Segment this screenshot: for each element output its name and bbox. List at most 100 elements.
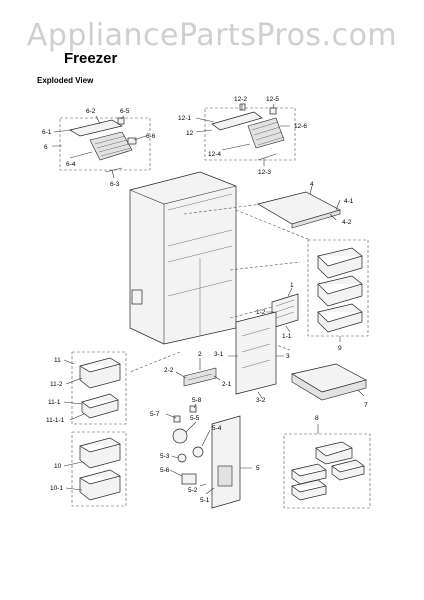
part-1-leaders — [266, 287, 293, 333]
part-5-4-gear — [192, 446, 204, 458]
door-bin-upper — [317, 247, 363, 279]
part-6-5-clip — [117, 117, 125, 125]
label-12-5: 12-5 — [266, 96, 279, 103]
label-12-4: 12-4 — [208, 151, 221, 158]
label-6: 6 — [44, 144, 48, 151]
part-7-tray — [291, 363, 367, 401]
label-9: 9 — [338, 345, 342, 352]
part-5-8-bracket — [189, 405, 197, 413]
part-group-12 — [195, 103, 296, 166]
label-11-1-1: 11-1-1 — [46, 417, 65, 424]
part-4-leaders — [309, 185, 341, 221]
part-7-side — [291, 373, 367, 401]
part-11-1-cover — [81, 393, 119, 419]
label-12-1: 12-1 — [178, 115, 191, 122]
part-3-leaders — [228, 355, 284, 399]
part-3-ribs — [241, 327, 271, 369]
label-5: 5 — [256, 465, 260, 472]
label-6-1: 6-1 — [42, 129, 52, 136]
cabinet-side-panel — [131, 289, 143, 305]
group-9-box — [307, 239, 369, 337]
label-10: 10 — [54, 463, 62, 470]
cabinet-outline — [129, 171, 237, 345]
label-1-2: 1-2 — [256, 309, 266, 316]
label-5-3: 5-3 — [160, 453, 170, 460]
label-6-3: 6-3 — [110, 181, 120, 188]
label-12-3: 12-3 — [258, 169, 271, 176]
group-6-leaders — [52, 115, 147, 179]
part-2-control — [175, 358, 221, 387]
part-group-10 — [63, 431, 127, 507]
label-2-1: 2-1 — [222, 381, 232, 388]
part-5-7-screw — [173, 415, 181, 423]
part-12-3-rod — [257, 153, 277, 161]
label-5-4: 5-4 — [212, 425, 222, 432]
part-group-9 — [307, 239, 369, 342]
label-6-4: 6-4 — [66, 161, 76, 168]
label-1: 1 — [290, 282, 294, 289]
label-5-2: 5-2 — [188, 487, 198, 494]
label-11-2: 11-2 — [50, 381, 63, 388]
door-bin-8-left-lower — [291, 479, 327, 501]
part-12-4-icetray — [247, 117, 285, 149]
part-4-1-trim — [291, 209, 341, 229]
part-5-3-gear — [177, 453, 187, 463]
label-8: 8 — [315, 415, 319, 422]
group-8-box — [283, 433, 371, 509]
part-5-6-housing — [181, 473, 197, 485]
label-7: 7 — [364, 402, 368, 409]
part-group-5 — [165, 403, 252, 509]
label-5-8: 5-8 — [192, 397, 202, 404]
label-5-5: 5-5 — [190, 415, 200, 422]
group-5-leaders — [165, 403, 252, 495]
label-6-2: 6-2 — [86, 108, 96, 115]
label-4-1: 4-1 — [344, 198, 354, 205]
part-3-divider — [228, 311, 284, 399]
cabinet-shelf-lines — [167, 193, 233, 336]
part-12-2-clip — [239, 103, 246, 111]
part-10-drawer-upper — [79, 437, 121, 469]
label-3-2: 3-2 — [256, 397, 266, 404]
part-12-1-rail — [211, 111, 263, 131]
part-10-1-drawer-lower — [79, 469, 121, 501]
part-5-1-chute — [217, 465, 233, 487]
door-bin-8-left-upper — [291, 463, 327, 485]
page-title: Freezer — [64, 50, 118, 67]
part-1-ribs — [275, 299, 295, 319]
label-11: 11 — [54, 357, 61, 364]
label-12: 12 — [186, 130, 194, 137]
label-6-6: 6-6 — [146, 133, 156, 140]
part-4-glass — [257, 191, 341, 225]
door-bin-8-top — [315, 441, 353, 465]
cabinet-edges — [129, 185, 237, 344]
label-1-1: 1-1 — [282, 333, 292, 340]
group-11-box — [71, 351, 127, 425]
part-12-4-grid — [251, 121, 285, 146]
part-6-4-grid — [94, 135, 132, 157]
part-3-panel — [235, 311, 277, 395]
part-6-4-icetray — [89, 131, 133, 161]
label-2: 2 — [198, 351, 202, 358]
label-5-1: 5-1 — [200, 497, 210, 504]
label-3-1: 3-1 — [214, 351, 224, 358]
group-12-leaders — [195, 103, 290, 166]
label-10-1: 10-1 — [50, 485, 63, 492]
group-10-box — [71, 431, 127, 507]
label-12-2: 12-2 — [234, 96, 247, 103]
label-4-2: 4-2 — [342, 219, 352, 226]
part-group-8 — [283, 424, 371, 509]
group-12-box — [204, 107, 296, 161]
label-5-7: 5-7 — [150, 411, 160, 418]
watermark: AppliancePartsPros.com — [26, 18, 398, 53]
label-2-2: 2-2 — [164, 367, 174, 374]
label-6-5: 6-5 — [120, 108, 130, 115]
part-4-shelf — [257, 185, 341, 229]
part-5-5-motor — [172, 428, 188, 444]
door-bin-8-right — [331, 459, 365, 481]
part-11-2-drawer — [79, 357, 121, 389]
part-group-6 — [52, 115, 151, 179]
label-3: 3 — [286, 353, 290, 360]
part-7-leader — [357, 389, 365, 397]
